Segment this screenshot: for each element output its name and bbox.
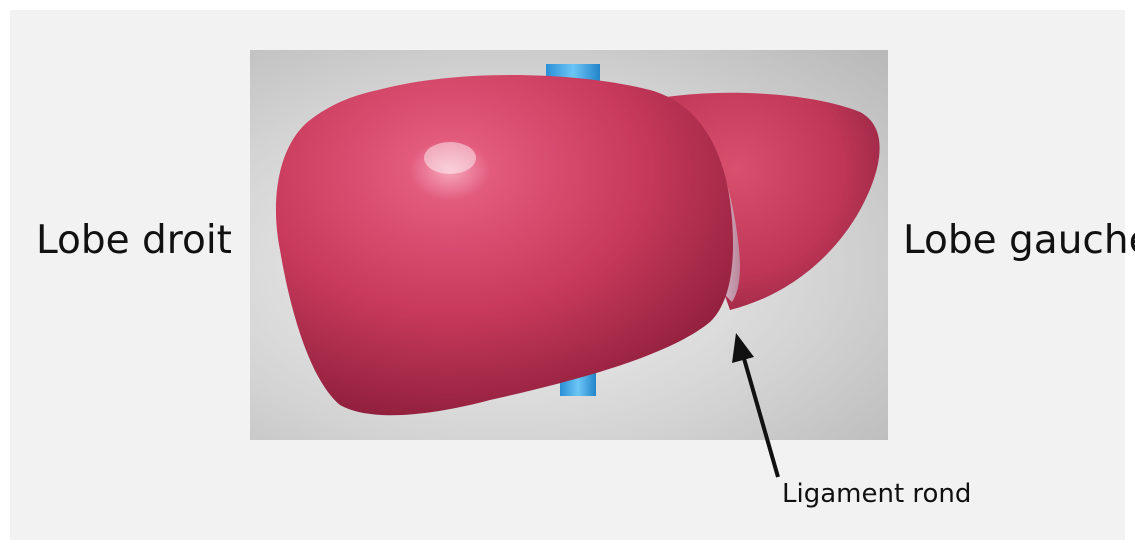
arrow-shaft [743,355,778,477]
arrow-head [732,333,754,363]
